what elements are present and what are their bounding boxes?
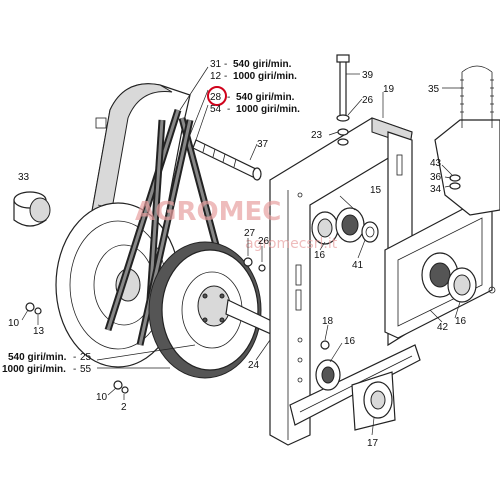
callout-25: 25: [80, 352, 92, 363]
callout-16-lower: 16: [344, 336, 356, 347]
svg-text:-: -: [227, 104, 230, 115]
callout-42: 42: [437, 322, 449, 333]
callout-35: 35: [428, 84, 440, 95]
callout-55: 55: [80, 364, 92, 375]
svg-text:-: -: [73, 352, 76, 363]
legend-31-speed: 540 giri/min.: [233, 59, 292, 70]
callout-34: 34: [430, 184, 442, 195]
toothed-pulley: [148, 241, 286, 379]
callout-16-upper: 16: [314, 250, 326, 261]
callout-27: 27: [244, 228, 256, 239]
callout-36: 36: [430, 172, 442, 183]
callout-28: 28: [210, 92, 222, 103]
input-shaft: [192, 139, 262, 181]
callout-31: 31: [210, 59, 222, 70]
callout-17: 17: [367, 438, 379, 449]
tension-bolt: [336, 54, 350, 146]
watermark-brand: AGROMEC: [135, 197, 281, 227]
callout-39: 39: [362, 70, 374, 81]
drive-pulley: [55, 202, 181, 368]
callout-41: 41: [352, 260, 364, 271]
tension-bracket: [434, 65, 500, 216]
watermark-url: agromecsrl.it: [245, 236, 338, 252]
callout-26-mid: 26: [258, 236, 270, 247]
callout-10-bottom: 10: [96, 392, 108, 403]
bushing-cover: [13, 191, 51, 227]
callout-24: 24: [248, 360, 260, 371]
callout-37: 37: [257, 139, 269, 150]
upper-bearing-set: [311, 207, 379, 245]
legend-55-speed: 1000 giri/min.: [2, 364, 66, 375]
callout-10-left: 10: [8, 318, 20, 329]
callout-16-flange: 16: [455, 316, 467, 327]
lower-bearing-set: [315, 359, 396, 431]
legend-12-speed: 1000 giri/min.: [233, 71, 297, 82]
callout-13: 13: [33, 326, 45, 337]
speed-legend-bottom: 540 giri/min. - 25 1000 giri/min. - 55: [2, 352, 92, 375]
callout-12: 12: [210, 71, 222, 82]
callout-19: 19: [383, 84, 395, 95]
callout-33: 33: [18, 172, 30, 183]
legend-54-speed: 1000 giri/min.: [236, 104, 300, 115]
svg-text:-: -: [227, 92, 230, 103]
legend-25-speed: 540 giri/min.: [8, 352, 67, 363]
part-callouts: 39 26 19 35 37 23 33 15 43 36 34 27 26 1…: [8, 70, 467, 449]
callout-2: 2: [121, 402, 127, 413]
legend-28-speed: 540 giri/min.: [236, 92, 295, 103]
speed-legend-top: 31 - 540 giri/min. 12 - 1000 giri/min. 2…: [207, 59, 300, 115]
callout-54: 54: [210, 104, 222, 115]
leader-lines: [21, 66, 462, 436]
callout-43: 43: [430, 158, 442, 169]
svg-text:-: -: [73, 364, 76, 375]
svg-text:-: -: [224, 71, 227, 82]
drive-belts: [104, 108, 232, 346]
svg-text:-: -: [224, 59, 227, 70]
callout-23: 23: [311, 130, 323, 141]
bearing-flange-plate: [384, 199, 496, 339]
callout-26-top: 26: [362, 95, 374, 106]
highlight-ring: [207, 86, 227, 106]
callout-15: 15: [370, 185, 382, 196]
callout-18: 18: [322, 316, 334, 327]
watermark: AGROMEC agromecsrl.it: [135, 197, 338, 252]
